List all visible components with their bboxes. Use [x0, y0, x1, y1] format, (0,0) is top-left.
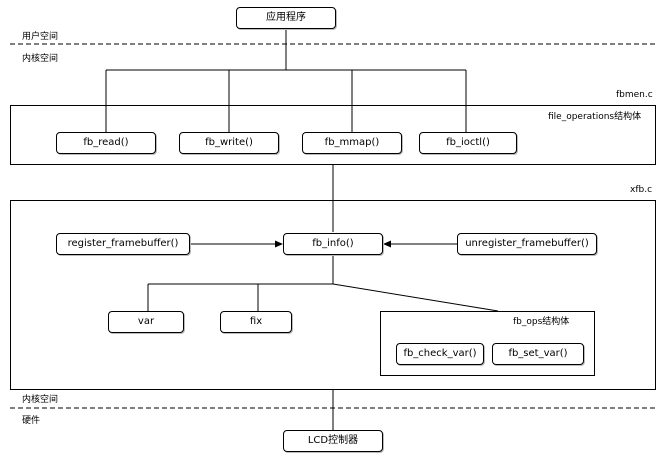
fb-check-var-box: fb_check_var() — [396, 343, 484, 365]
layer-hardware: 硬件 — [22, 416, 41, 426]
lcd-controller-label: LCD控制器 — [307, 435, 359, 446]
var-label: var — [137, 316, 155, 327]
fb-check-var-label: fb_check_var() — [403, 348, 477, 359]
app-label: 应用程序 — [266, 12, 306, 23]
fb-ioctl-box: fb_ioctl() — [419, 132, 517, 154]
fbmem-file-label: fbmen.c — [616, 90, 653, 100]
fb-info-box: fb_info() — [283, 233, 383, 255]
layer-user-space: 用户空间 — [22, 32, 59, 42]
layer-kernel-space-bottom: 内核空间 — [22, 395, 59, 405]
fb-info-label: fb_info() — [312, 238, 354, 249]
app-box: 应用程序 — [236, 7, 336, 29]
connector-fbops — [332, 283, 499, 312]
file-operations-label: file_operations结构体 — [548, 112, 642, 122]
fb-ops-frame — [380, 311, 595, 376]
fix-label: fix — [249, 316, 263, 327]
fb-mmap-box: fb_mmap() — [302, 132, 402, 154]
register-framebuffer-label: register_framebuffer() — [67, 238, 179, 249]
arrow-register-head — [275, 240, 283, 248]
fb-mmap-label: fb_mmap() — [324, 137, 380, 148]
var-box: var — [108, 311, 184, 333]
unregister-framebuffer-label: unregister_framebuffer() — [465, 238, 589, 249]
fb-read-label: fb_read() — [83, 137, 129, 148]
lcd-controller-box: LCD控制器 — [283, 430, 383, 452]
unregister-framebuffer-box: unregister_framebuffer() — [457, 233, 597, 255]
fb-write-box: fb_write() — [179, 132, 279, 154]
fb-set-var-label: fb_set_var() — [508, 348, 568, 359]
xfb-frame — [10, 200, 656, 390]
fix-box: fix — [220, 311, 292, 333]
layer-kernel-space-top: 内核空间 — [22, 54, 59, 64]
fb-set-var-box: fb_set_var() — [492, 343, 584, 365]
register-framebuffer-box: register_framebuffer() — [56, 233, 190, 255]
arrow-unregister-head — [383, 240, 391, 248]
xfb-file-label: xfb.c — [630, 185, 653, 195]
fb-write-label: fb_write() — [205, 137, 253, 148]
fb-ioctl-label: fb_ioctl() — [446, 137, 490, 148]
fbmem-frame — [10, 105, 656, 165]
fb-read-box: fb_read() — [56, 132, 156, 154]
fb-ops-title: fb_ops结构体 — [513, 317, 570, 327]
